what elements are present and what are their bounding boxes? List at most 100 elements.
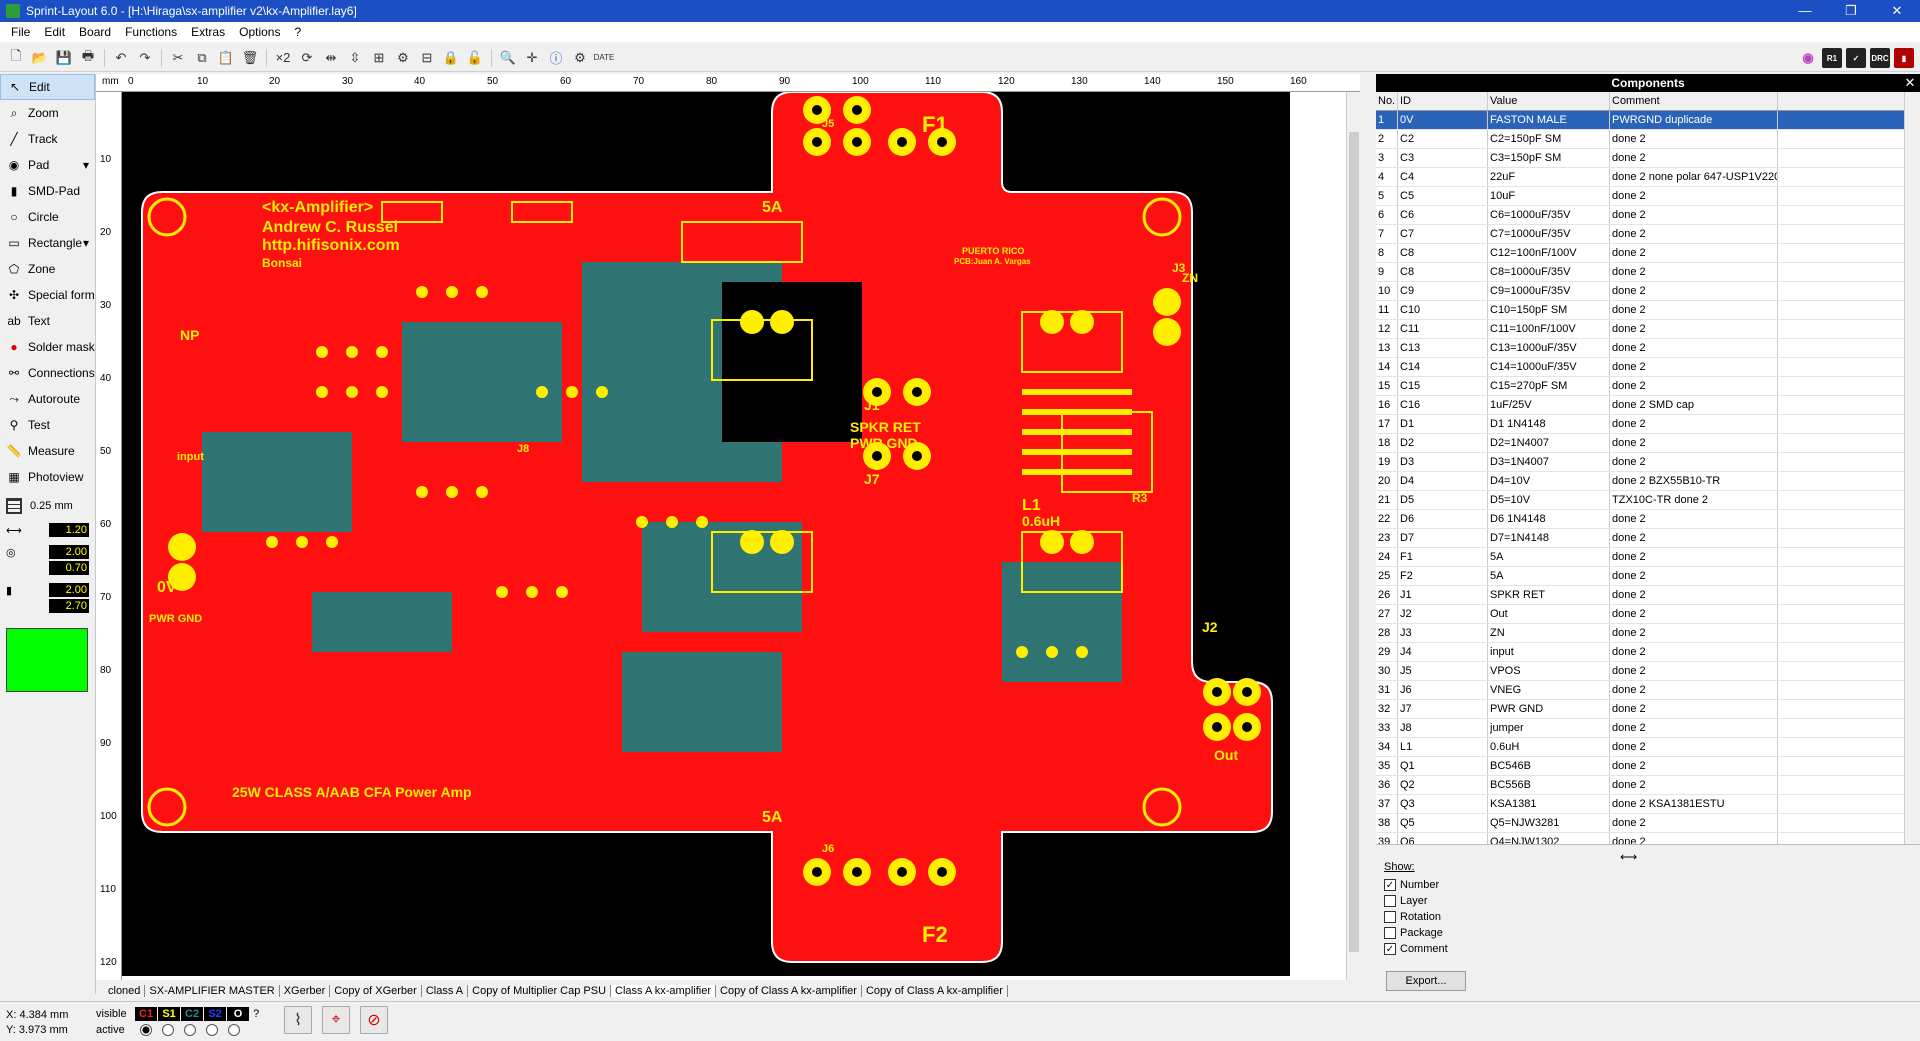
grid-setting[interactable]: 0.25 mm xyxy=(0,490,95,522)
menu-file[interactable]: File xyxy=(11,25,31,39)
checkbox-box[interactable]: ✓ xyxy=(1384,879,1396,891)
resize-arrow-icon[interactable]: ⟷ xyxy=(1620,850,1638,864)
tab-copy-class-a-kx-2[interactable]: Copy of Class A kx-amplifier xyxy=(862,985,1008,997)
pcb-canvas[interactable]: <kx-Amplifier> Andrew C. Russel http.hif… xyxy=(122,92,1346,980)
align-icon[interactable]: ⊞ xyxy=(373,49,385,65)
menu-extras[interactable]: Extras xyxy=(191,25,226,39)
tool-smd-pad[interactable]: ▮SMD-Pad xyxy=(0,178,95,204)
show-package-checkbox[interactable]: Package xyxy=(1384,927,1443,939)
checkbox-box[interactable] xyxy=(1384,927,1396,939)
checkbox-box[interactable]: ✓ xyxy=(1384,943,1396,955)
show-comment-checkbox[interactable]: ✓Comment xyxy=(1384,943,1448,955)
mirror-h-icon[interactable]: ⇹ xyxy=(325,49,337,65)
close-button[interactable]: ✕ xyxy=(1891,3,1903,18)
date-icon[interactable]: DATE xyxy=(593,53,615,62)
layer-o[interactable]: O xyxy=(227,1007,250,1021)
no-connection-icon[interactable]: ⊘ xyxy=(360,1006,388,1034)
checkbox-box[interactable] xyxy=(1384,895,1396,907)
show-number-checkbox[interactable]: ✓Number xyxy=(1384,879,1440,891)
track-mode-icon[interactable]: ⌇ xyxy=(284,1006,312,1034)
show-rotation-checkbox[interactable]: Rotation xyxy=(1384,911,1441,923)
zoom-fit-icon[interactable]: ✛ xyxy=(526,49,538,65)
scroll-thumb[interactable] xyxy=(1349,132,1359,952)
tool-pad[interactable]: ◉Pad▾ xyxy=(0,152,95,178)
maximize-button[interactable]: ❐ xyxy=(1845,3,1857,18)
tool-solder-mask[interactable]: ●Solder mask xyxy=(0,334,95,360)
crosshair-icon[interactable]: ⌖ xyxy=(322,1006,350,1034)
tool-special-form[interactable]: ✣Special form xyxy=(0,282,95,308)
tab-cloned[interactable]: cloned xyxy=(104,985,146,997)
tab-copy-xgerber[interactable]: Copy of XGerber xyxy=(330,985,422,997)
pad-outer-param[interactable]: ◎2.00 xyxy=(6,545,89,559)
col-id[interactable]: ID xyxy=(1398,92,1488,110)
menu-edit[interactable]: Edit xyxy=(44,25,66,39)
tool-rectangle[interactable]: ▭Rectangle▾ xyxy=(0,230,95,256)
close-icon[interactable]: ✕ xyxy=(1904,75,1916,90)
save-icon[interactable]: 💾 xyxy=(55,49,73,65)
tool-autoroute[interactable]: ⤳Autoroute xyxy=(0,386,95,412)
lock-icon[interactable]: 🔒 xyxy=(442,49,460,65)
active-radio-c2[interactable] xyxy=(184,1024,197,1037)
open-file-icon[interactable]: 📂 xyxy=(31,49,49,65)
photo-icon[interactable]: ◉ xyxy=(1798,48,1818,68)
pad-inner-param[interactable]: 0.70 xyxy=(0,560,95,576)
delete-icon[interactable]: 🗑 xyxy=(241,49,259,65)
active-radio-s1[interactable] xyxy=(162,1024,175,1037)
smd-height-param[interactable]: 2.70 xyxy=(0,598,95,614)
chevron-down-icon[interactable]: ▾ xyxy=(82,158,89,172)
tool-track[interactable]: ╱Track xyxy=(0,126,95,152)
group-icon[interactable]: ⚙ xyxy=(397,49,409,65)
paste-icon[interactable]: 📋 xyxy=(217,49,235,65)
cut-icon[interactable]: ✂ xyxy=(172,49,184,65)
tab-xgerber[interactable]: XGerber xyxy=(280,985,331,997)
tool-zone[interactable]: ⬠Zone xyxy=(0,256,95,282)
tool-measure[interactable]: 📏Measure xyxy=(6,444,75,458)
ungroup-icon[interactable]: ⊟ xyxy=(421,49,433,65)
menu-functions[interactable]: Functions xyxy=(125,25,178,39)
tool-edit[interactable]: ↖Edit xyxy=(0,74,95,100)
active-radio-o[interactable] xyxy=(228,1024,241,1037)
pcb-board[interactable]: <kx-Amplifier> Andrew C. Russel http.hif… xyxy=(122,92,1346,980)
export-button[interactable]: Export... xyxy=(1386,971,1466,991)
rotate-icon[interactable]: ⟳ xyxy=(301,49,313,65)
new-file-icon[interactable]: 🗋 xyxy=(10,47,22,63)
r1-icon[interactable]: R1 xyxy=(1822,48,1842,68)
col-value[interactable]: Value xyxy=(1488,92,1610,110)
show-layer-checkbox[interactable]: Layer xyxy=(1384,895,1428,907)
layer-s2[interactable]: S2 xyxy=(204,1007,227,1021)
duplicate-icon[interactable]: ×2 xyxy=(275,50,291,65)
col-no[interactable]: No. xyxy=(1376,92,1398,110)
active-radio-c1[interactable] xyxy=(140,1024,153,1037)
smd-width-param[interactable]: ▮2.00 xyxy=(6,583,89,597)
redo-icon[interactable]: ↷ xyxy=(139,49,151,65)
unlock-icon[interactable]: 🔓 xyxy=(466,49,484,65)
